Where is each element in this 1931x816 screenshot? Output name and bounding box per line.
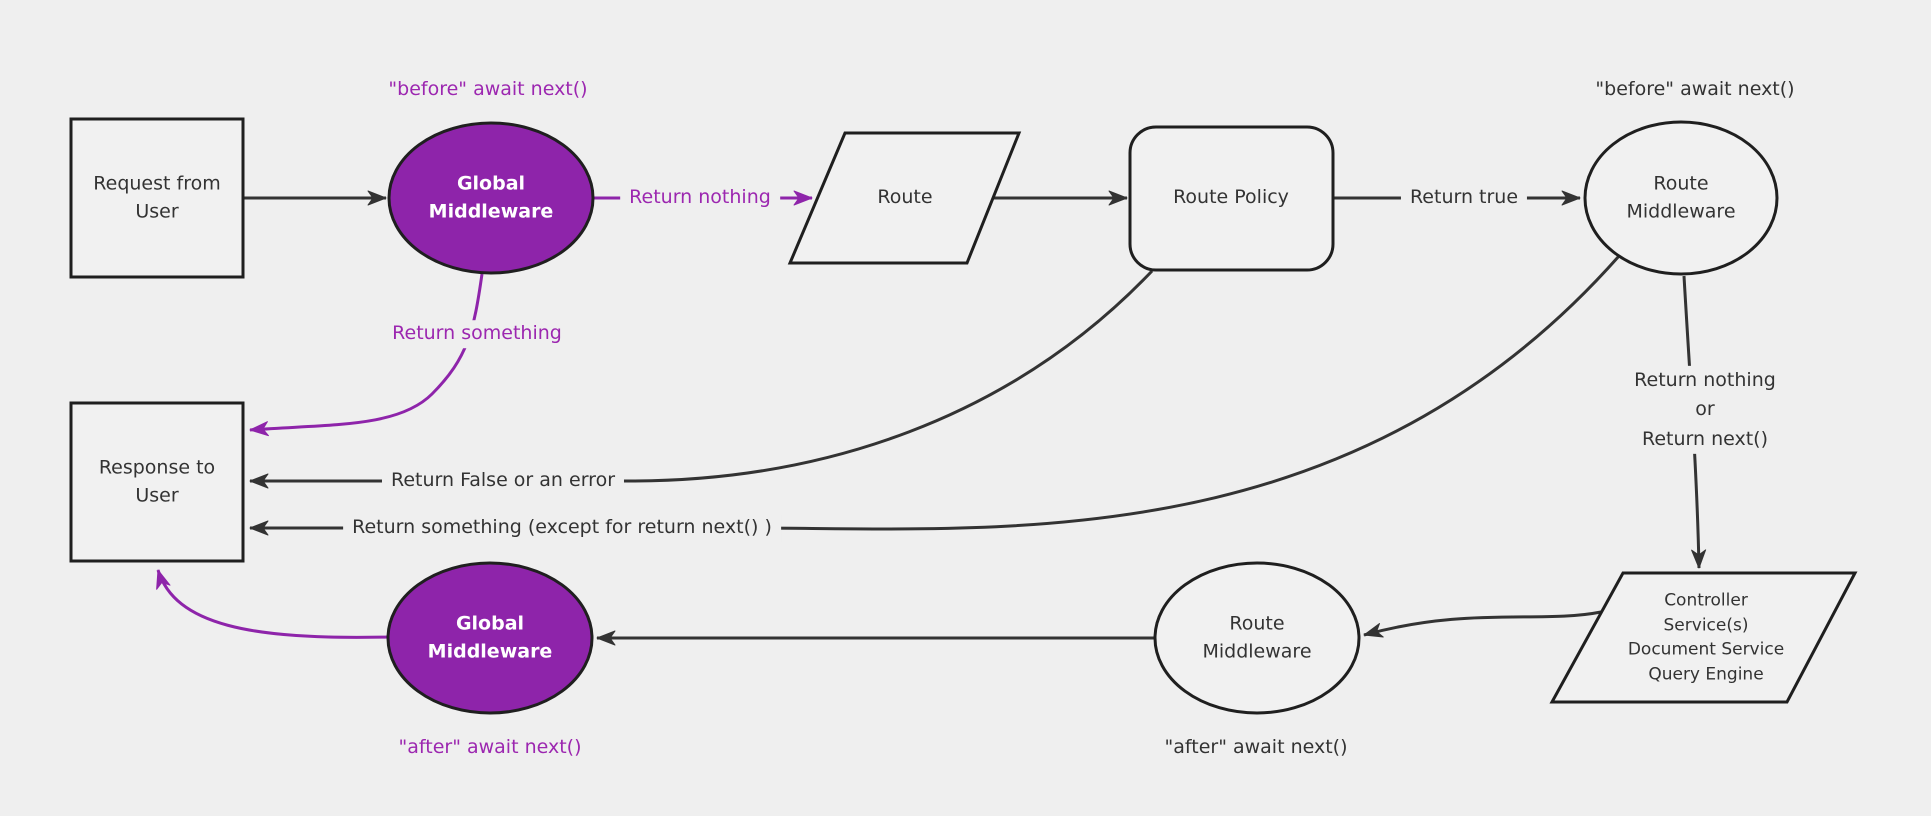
edge-route-policy-to-response: [249, 269, 1154, 489]
return-false-or-error-label: Return False or an error: [381, 467, 625, 495]
global-middleware-top-label: Global Middleware: [428, 172, 554, 222]
node-route-middleware-top: [1583, 120, 1779, 276]
return-true-label: Return true: [1400, 184, 1528, 212]
route-middleware-top-label: Route Middleware: [1626, 172, 1736, 222]
edge-controller-to-route-middleware-bottom: [1363, 610, 1602, 638]
controller-stack-label: Controller Service(s) Document Service Q…: [1627, 590, 1785, 685]
node-global-middleware-bottom: [386, 561, 594, 715]
edge-global-middleware-to-response: [249, 273, 484, 437]
return-something-except-label: Return something (except for return next…: [343, 514, 781, 542]
node-global-middleware-top: [387, 121, 595, 275]
node-request-from-user: [69, 117, 245, 279]
edge-route-middleware-to-response: [249, 255, 1621, 536]
return-nothing-or-next-label: Return nothing or Return next(): [1625, 365, 1785, 455]
edge-global-middleware-bottom-to-response: [156, 569, 389, 639]
return-something-label: Return something: [383, 320, 571, 348]
route-label: Route: [877, 186, 933, 209]
request-from-user-label: Request from User: [93, 172, 221, 222]
global-middleware-bottom-label: Global Middleware: [427, 612, 553, 662]
route-middleware-bottom-label: Route Middleware: [1202, 612, 1312, 662]
node-controller-stack: [1549, 571, 1858, 704]
node-route-middleware-bottom: [1153, 561, 1361, 715]
before-await-next-route-label: "before" await next(): [1595, 78, 1795, 101]
before-await-next-global-label: "before" await next(): [388, 78, 588, 101]
route-policy-label: Route Policy: [1173, 186, 1289, 209]
node-response-to-user: [69, 401, 245, 563]
node-route-policy: [1128, 125, 1335, 272]
node-route: [787, 131, 1022, 265]
response-to-user-label: Response to User: [98, 456, 216, 506]
after-await-next-global-label: "after" await next(): [398, 736, 582, 759]
after-await-next-route-label: "after" await next(): [1164, 736, 1348, 759]
return-nothing-label: Return nothing: [620, 184, 780, 212]
